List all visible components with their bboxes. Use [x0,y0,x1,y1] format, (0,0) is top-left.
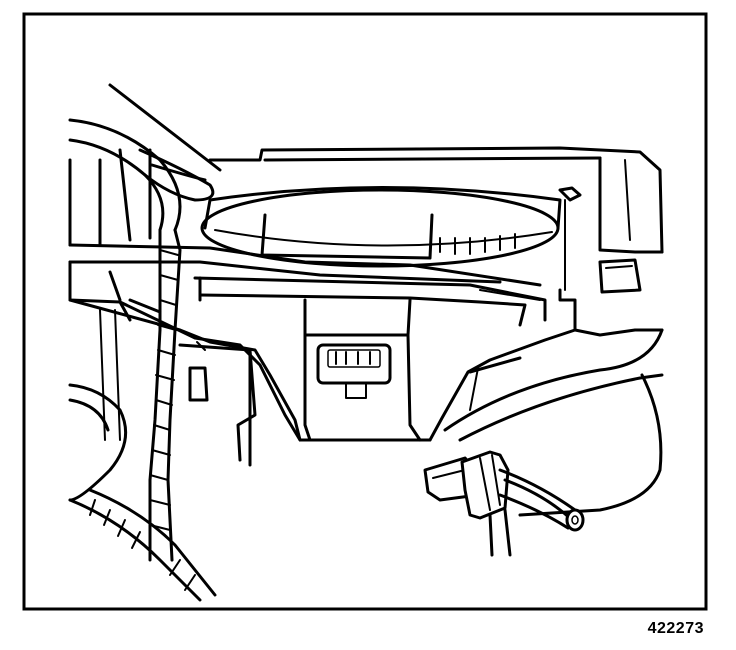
disconnected-connector [423,450,585,557]
figure-id-label: 422273 [647,620,704,637]
blower-housing [68,146,664,517]
figure-border [22,12,708,611]
lower-left-housing [68,383,128,502]
wiring-harness [68,83,222,602]
